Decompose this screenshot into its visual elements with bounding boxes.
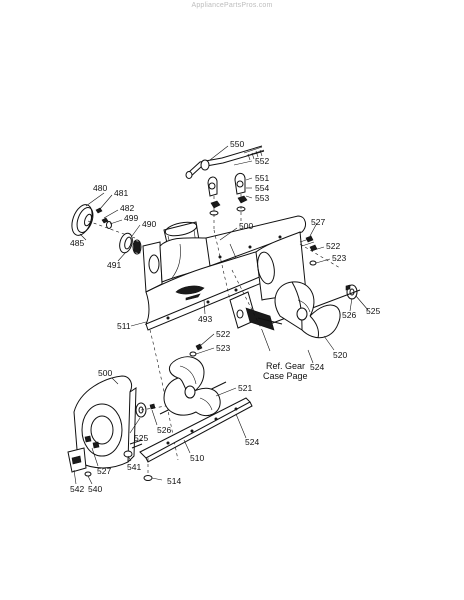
leader-lines (73, 145, 369, 485)
crank-bracket-assembly (207, 172, 248, 230)
callout-522-upper: 522 (326, 241, 340, 251)
note-line-2: Case Page (263, 371, 308, 381)
callout-481: 481 (114, 188, 128, 198)
left-auger (159, 343, 227, 416)
callout-552: 552 (255, 156, 269, 166)
callout-500-upper: 500 (239, 221, 253, 231)
callout-553: 553 (255, 193, 269, 203)
watermark: AppliancePartsPros.com (191, 2, 273, 9)
callout-525-lower: 525 (134, 433, 148, 443)
callout-520: 520 (333, 350, 347, 360)
callout-527-upper: 527 (311, 217, 325, 227)
callout-511: 511 (117, 321, 131, 331)
left-side-housing (73, 375, 137, 469)
right-auger (269, 281, 361, 339)
callout-482: 482 (120, 203, 134, 213)
skid-shoe (67, 447, 92, 477)
callout-labels: 550 552 551 554 553 480 481 482 499 490 … (70, 139, 380, 494)
callout-514: 514 (167, 476, 181, 486)
callout-521: 521 (238, 383, 252, 393)
callout-493: 493 (198, 314, 212, 324)
callout-480: 480 (93, 183, 107, 193)
callout-510: 510 (190, 453, 204, 463)
callout-550: 550 (230, 139, 244, 149)
chute-crank-rod (185, 145, 265, 179)
callout-540: 540 (88, 484, 102, 494)
callout-523-upper: 523 (332, 253, 346, 263)
callout-524-upper: 524 (310, 362, 324, 372)
callout-485: 485 (70, 238, 84, 248)
auger-housing (142, 215, 307, 331)
callout-526-lower: 526 (157, 425, 171, 435)
callout-542: 542 (70, 484, 84, 494)
callout-541: 541 (127, 462, 141, 472)
note-line-1: Ref. Gear (266, 361, 305, 371)
reference-note: Ref. Gear Case Page (263, 361, 308, 381)
callout-551: 551 (255, 173, 269, 183)
callout-527-lower: 527 (97, 466, 111, 476)
flange-bearing (119, 232, 142, 255)
callout-499: 499 (124, 213, 138, 223)
callout-522-lower: 522 (216, 329, 230, 339)
callout-523-lower: 523 (216, 343, 230, 353)
callout-554: 554 (255, 183, 269, 193)
scraper-bar (139, 397, 253, 481)
callout-491: 491 (107, 260, 121, 270)
callout-490: 490 (142, 219, 156, 229)
callout-500-lower: 500 (98, 368, 112, 378)
callout-524-lower: 524 (245, 437, 259, 447)
callout-525-upper: 525 (366, 306, 380, 316)
lower-bearing-hardware (84, 402, 167, 458)
callout-526-upper: 526 (342, 310, 356, 320)
upper-right-hardware (299, 235, 358, 300)
